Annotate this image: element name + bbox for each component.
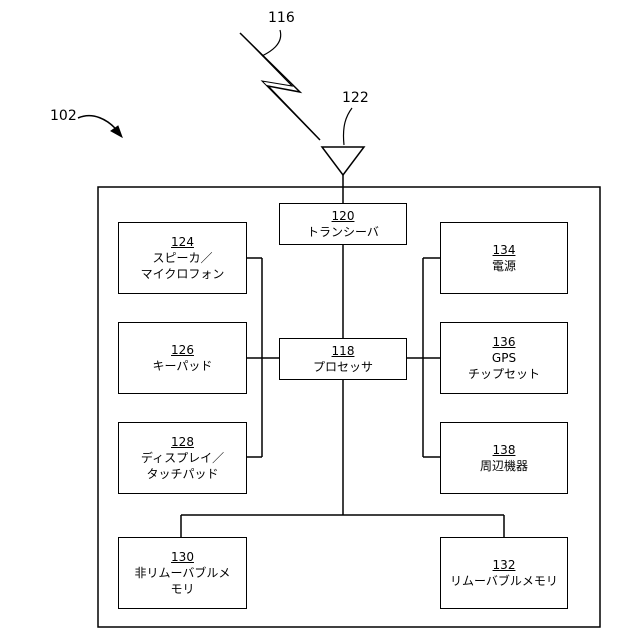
block-name: 電源 (492, 258, 516, 274)
block-name: スピーカ／ マイクロフォン (141, 250, 225, 282)
label-antenna: 122 (342, 90, 369, 106)
signal-lightning-icon-inner (245, 38, 316, 136)
block-name: トランシーバ (307, 224, 379, 240)
block-name: ディスプレイ／ タッチパッド (141, 450, 224, 482)
block-number: 136 (493, 334, 516, 350)
antenna-icon (322, 147, 364, 175)
label-device: 102 (50, 108, 77, 124)
block-power: 134 電源 (440, 222, 568, 294)
block-processor: 118 プロセッサ (279, 338, 407, 380)
block-number: 134 (493, 242, 516, 258)
block-number: 138 (493, 442, 516, 458)
block-transceiver: 120 トランシーバ (279, 203, 407, 245)
block-number: 130 (171, 549, 194, 565)
block-name: 非リムーバブルメ モリ (135, 565, 231, 597)
block-gps: 136 GPS チップセット (440, 322, 568, 394)
block-non-removable-memory: 130 非リムーバブルメ モリ (118, 537, 247, 609)
block-name: キーパッド (153, 358, 213, 374)
block-peripherals: 138 周辺機器 (440, 422, 568, 494)
block-number: 126 (171, 342, 194, 358)
block-number: 128 (171, 434, 194, 450)
leader-122 (343, 108, 352, 145)
block-number: 118 (332, 343, 355, 359)
block-name: リムーバブルメモリ (450, 573, 558, 589)
block-display: 128 ディスプレイ／ タッチパッド (118, 422, 247, 494)
block-name: プロセッサ (313, 359, 373, 375)
block-keypad: 126 キーパッド (118, 322, 247, 394)
signal-lightning-icon (240, 33, 320, 140)
block-number: 132 (493, 557, 516, 573)
block-number: 124 (171, 234, 194, 250)
block-name: 周辺機器 (480, 458, 528, 474)
block-name: GPS チップセット (468, 350, 540, 382)
block-removable-memory: 132 リムーバブルメモリ (440, 537, 568, 609)
label-signal: 116 (268, 10, 295, 26)
block-number: 120 (332, 208, 355, 224)
leader-116 (262, 30, 281, 56)
block-speaker-mic: 124 スピーカ／ マイクロフォン (118, 222, 247, 294)
